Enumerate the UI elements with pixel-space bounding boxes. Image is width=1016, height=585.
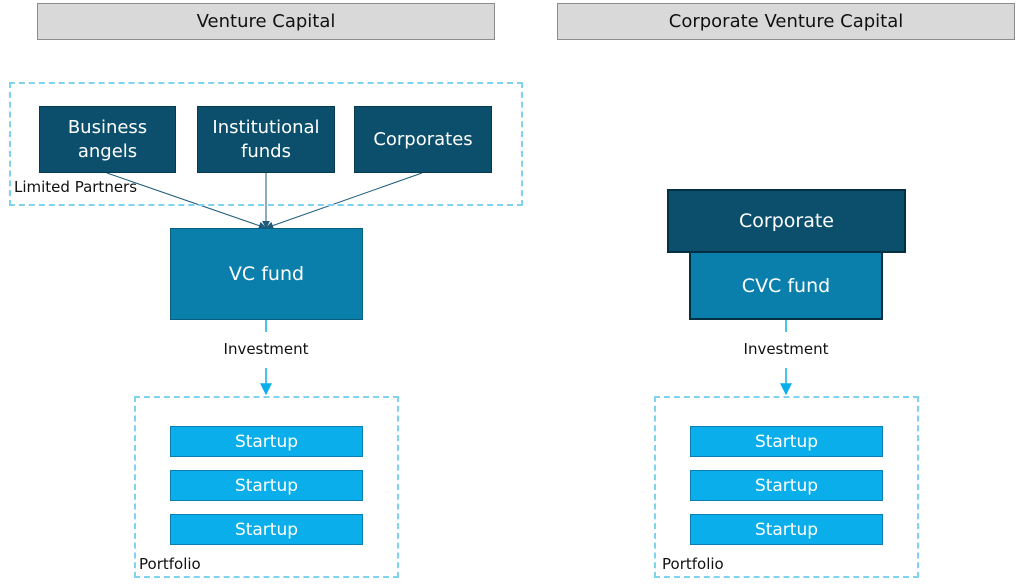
limited-partners-label: Limited Partners <box>14 178 138 196</box>
cvc-fund-box: CVC fund <box>689 251 883 320</box>
institutional-funds-box: Institutional funds <box>197 106 335 173</box>
business-angels-box: Business angels <box>39 106 176 173</box>
cvc-portfolio-group <box>654 396 919 578</box>
corporates-box: Corporates <box>354 106 492 173</box>
vc-fund-box: VC fund <box>170 228 363 320</box>
arrow-corporates-to-vc-fund <box>265 172 423 230</box>
corporate-box: Corporate <box>667 189 906 253</box>
cvc-header: Corporate Venture Capital <box>557 3 1015 40</box>
vc-header: Venture Capital <box>37 3 495 40</box>
cvc-investment-label: Investment <box>743 340 829 358</box>
arrow-business-angels-to-vc-fund <box>106 172 267 230</box>
cvc-startup-1: Startup <box>690 426 883 457</box>
vc-portfolio-group <box>134 396 399 578</box>
vc-startup-1: Startup <box>170 426 363 457</box>
cvc-startup-2: Startup <box>690 470 883 501</box>
limited-partners-group <box>9 82 523 206</box>
vc-portfolio-label: Portfolio <box>139 555 201 573</box>
vc-startup-2: Startup <box>170 470 363 501</box>
cvc-startup-3: Startup <box>690 514 883 545</box>
vc-investment-label: Investment <box>223 340 309 358</box>
vc-startup-3: Startup <box>170 514 363 545</box>
cvc-portfolio-label: Portfolio <box>662 555 724 573</box>
